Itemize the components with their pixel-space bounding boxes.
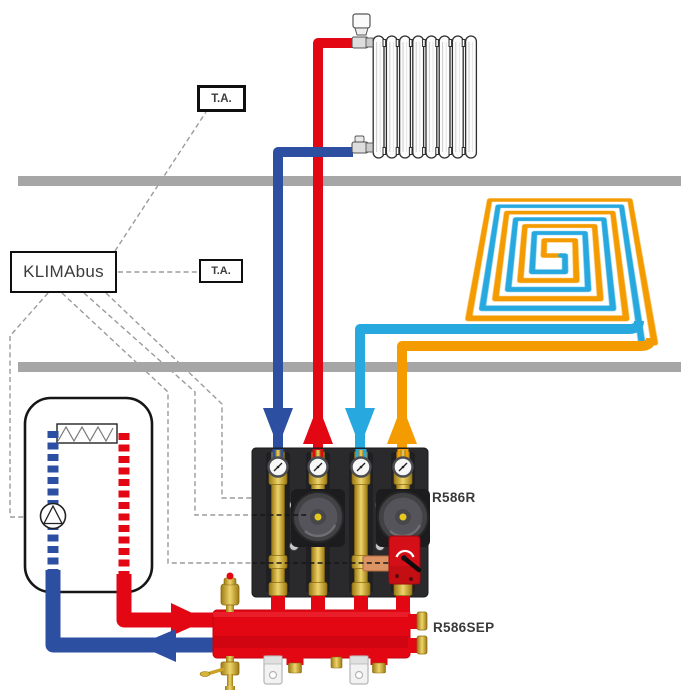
thermostat-box-lower: T.A. xyxy=(199,259,243,283)
thermostatic-radiator-valve xyxy=(351,13,374,49)
radiator-supply-pipe xyxy=(313,38,353,462)
floor-slab-lower xyxy=(18,362,681,372)
floor-return-arrow xyxy=(345,408,375,447)
circulation-pump-1 xyxy=(289,487,347,549)
tank-pump xyxy=(39,502,67,530)
air-vent-valve xyxy=(220,572,240,612)
floor-return-pipe xyxy=(355,320,644,462)
pump-group-label: R586R xyxy=(432,490,476,505)
drain-valve xyxy=(199,656,240,690)
mounting-bracket xyxy=(263,655,283,685)
return-flow-arrow xyxy=(138,629,176,662)
hydraulic-separator xyxy=(199,572,428,690)
pump-group-manifold xyxy=(251,447,432,612)
radiator-return-arrow xyxy=(263,408,293,447)
separator-bottom-port xyxy=(370,655,388,674)
column-radiator xyxy=(351,13,478,159)
storage-tank xyxy=(23,396,154,594)
radiator-return-pipe xyxy=(273,147,353,462)
mounting-bracket xyxy=(349,655,369,685)
radiator-supply-arrow xyxy=(303,405,333,444)
supply-flow-arrow xyxy=(171,603,207,636)
thermostat-box-upper: T.A. xyxy=(197,85,246,112)
floor-slab-upper xyxy=(18,176,681,186)
control-wires-on-panel xyxy=(252,514,391,564)
separator-bottom-port xyxy=(286,655,304,674)
secondary-circuit-pipes xyxy=(273,38,656,462)
klimabus-controller-box: KLIMAbus xyxy=(10,251,117,293)
separator-bottom-fitting xyxy=(330,656,343,669)
floor-supply-arrow xyxy=(387,405,417,444)
separator-label: R586SEP xyxy=(433,620,495,635)
manifold-risers xyxy=(271,596,410,612)
radiator-lockshield-valve xyxy=(351,135,374,154)
mixing-valve-actuator xyxy=(388,535,422,585)
floor-supply-pipe xyxy=(397,337,656,462)
